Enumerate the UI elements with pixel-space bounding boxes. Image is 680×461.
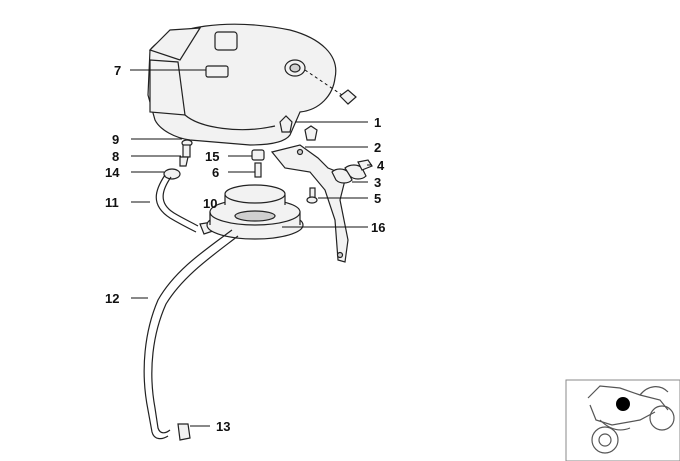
callout-12: 12 <box>105 291 119 306</box>
callout-2: 2 <box>374 140 381 155</box>
motorcycle-location-icon <box>565 379 680 461</box>
callout-5: 5 <box>374 191 381 206</box>
callout-10: 10 <box>203 196 217 211</box>
callout-1: 1 <box>374 115 381 130</box>
callout-6: 6 <box>212 165 219 180</box>
plug-15-6 <box>251 149 265 178</box>
hose-clamp <box>163 168 181 180</box>
location-marker <box>616 397 630 411</box>
bracket <box>270 144 349 263</box>
clamp-13 <box>177 423 191 441</box>
callout-3: 3 <box>374 175 381 190</box>
callout-14: 14 <box>105 165 120 180</box>
hose-11 <box>155 174 199 233</box>
callout-8: 8 <box>112 149 119 164</box>
callout-15: 15 <box>205 149 219 164</box>
callout-labels: 7 1 2 4 3 5 9 8 14 11 10 15 6 16 12 13 <box>105 63 385 434</box>
callout-9: 9 <box>112 132 119 147</box>
leader-lines <box>130 69 372 427</box>
screw-5 <box>306 187 318 204</box>
hose-12 <box>143 229 239 440</box>
callout-11: 11 <box>105 195 119 210</box>
rubber-grommets <box>279 115 318 141</box>
screw-9-8 <box>179 139 193 167</box>
callout-4: 4 <box>377 158 385 173</box>
cap-nut <box>304 69 357 105</box>
fuel-pump-flange <box>206 184 304 240</box>
callout-7: 7 <box>114 63 121 78</box>
callout-13: 13 <box>216 419 230 434</box>
fuel-tank <box>147 23 337 146</box>
spring-and-bolt <box>331 159 373 184</box>
callout-16: 16 <box>371 220 385 235</box>
